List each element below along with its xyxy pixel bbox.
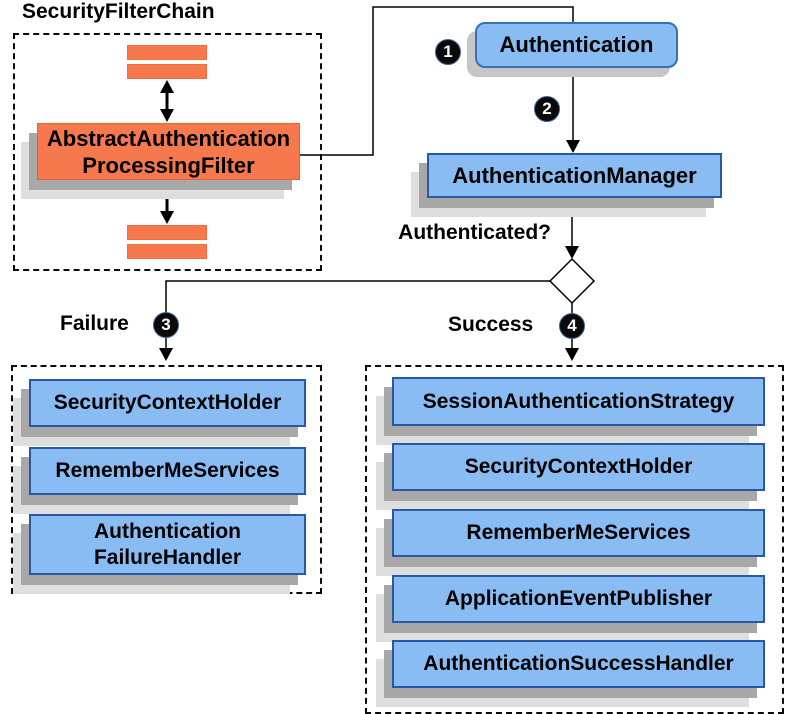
arrowhead-failure xyxy=(159,348,173,361)
lower-double-arrow-bottom xyxy=(160,211,174,224)
authentication-failure-handler-node: Authentication FailureHandler xyxy=(29,514,306,575)
application-event-publisher-node: ApplicationEventPublisher xyxy=(392,575,765,623)
upper-double-arrow-top xyxy=(160,80,174,93)
arrowhead-success xyxy=(565,348,579,361)
diagram-title: SecurityFilterChain xyxy=(22,0,215,23)
filter-bar-3 xyxy=(127,225,207,240)
step-1-badge: 1 xyxy=(435,39,461,65)
authenticated-question-label: Authenticated? xyxy=(398,221,551,244)
failure-label: Failure xyxy=(60,312,129,335)
remember-me-services-failure-node: RememberMeServices xyxy=(29,447,306,495)
security-filter-chain-box xyxy=(13,33,322,271)
remember-me-services-success-node: RememberMeServices xyxy=(392,509,765,557)
failure-group-box xyxy=(11,365,322,594)
authentication-manager-node: AuthenticationManager xyxy=(427,153,722,198)
filter-bar-4 xyxy=(127,244,207,259)
step-3-badge: 3 xyxy=(153,312,179,338)
step-4-badge: 4 xyxy=(559,313,585,339)
arrowhead-into-decision xyxy=(565,246,579,259)
authentication-success-handler-node: AuthenticationSuccessHandler xyxy=(392,640,765,688)
lower-double-arrow-top xyxy=(160,182,174,195)
filter-bar-1 xyxy=(127,45,207,60)
security-context-holder-failure-node: SecurityContextHolder xyxy=(29,379,306,427)
abstract-authentication-processing-filter-box: AbstractAuthentication ProcessingFilter xyxy=(37,123,300,180)
upper-double-arrow-bottom xyxy=(160,109,174,122)
decision-diamond xyxy=(548,257,596,305)
filter-bar-2 xyxy=(127,64,207,79)
success-group-box xyxy=(365,365,784,714)
success-label: Success xyxy=(448,313,534,336)
arrowhead-into-manager xyxy=(566,140,580,153)
security-context-holder-success-node: SecurityContextHolder xyxy=(392,443,765,491)
session-authentication-strategy-node: SessionAuthenticationStrategy xyxy=(392,377,765,426)
step-2-badge: 2 xyxy=(534,96,560,122)
filter-to-authentication-line xyxy=(300,6,574,156)
authentication-node: Authentication xyxy=(475,22,678,68)
